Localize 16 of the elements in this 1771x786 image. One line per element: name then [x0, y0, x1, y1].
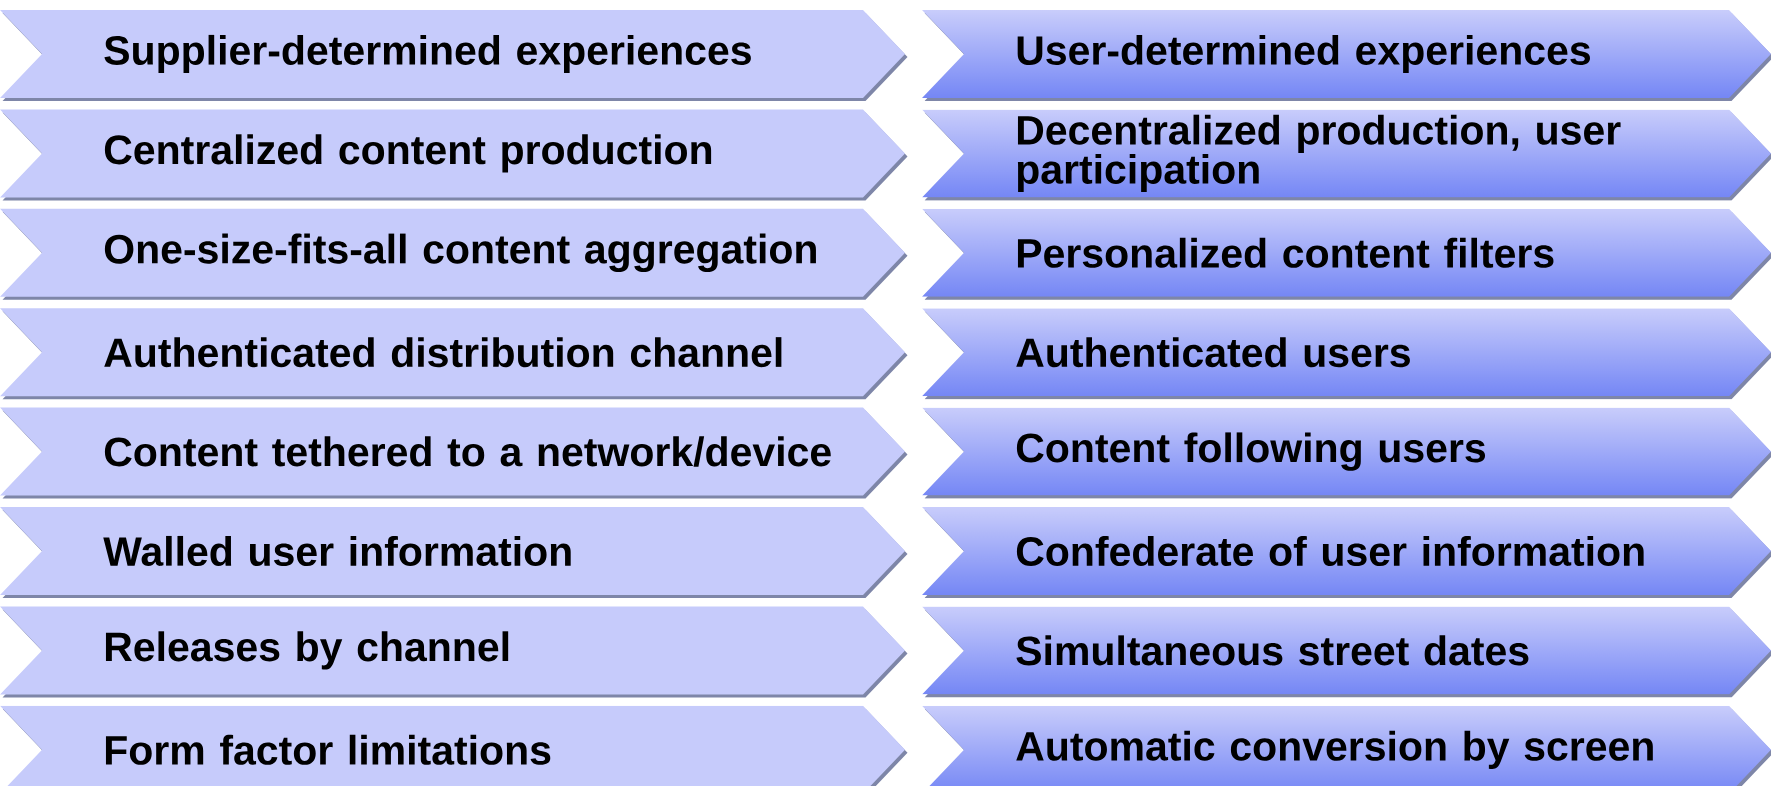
step-banner: Automatic conversion by screen	[922, 705, 1771, 786]
step-banner: Personalized content filters	[922, 208, 1771, 300]
step-banner: Centralized content production	[0, 109, 908, 201]
step-banner: Content following users	[922, 407, 1771, 499]
step-banner: Walled user information	[0, 507, 908, 598]
step-banner: Authenticated users	[922, 308, 1771, 400]
step-banner: Decentralized production, user participation	[922, 109, 1771, 201]
step-banner: Form factor limitations	[0, 705, 908, 786]
step-banner: Simultaneous street dates	[922, 606, 1771, 698]
step-banner: Supplier-determined experiences	[0, 10, 908, 101]
step-banner: One-size-fits-all content aggregation	[0, 208, 908, 300]
step-banner: Confederate of user information	[922, 507, 1771, 598]
step-banner: Content tethered to a network/device	[0, 407, 908, 499]
step-banner: Releases by channel	[0, 606, 908, 698]
step-banner: Authenticated distribution channel	[0, 308, 908, 400]
step-banner: User-determined experiences	[922, 10, 1771, 101]
